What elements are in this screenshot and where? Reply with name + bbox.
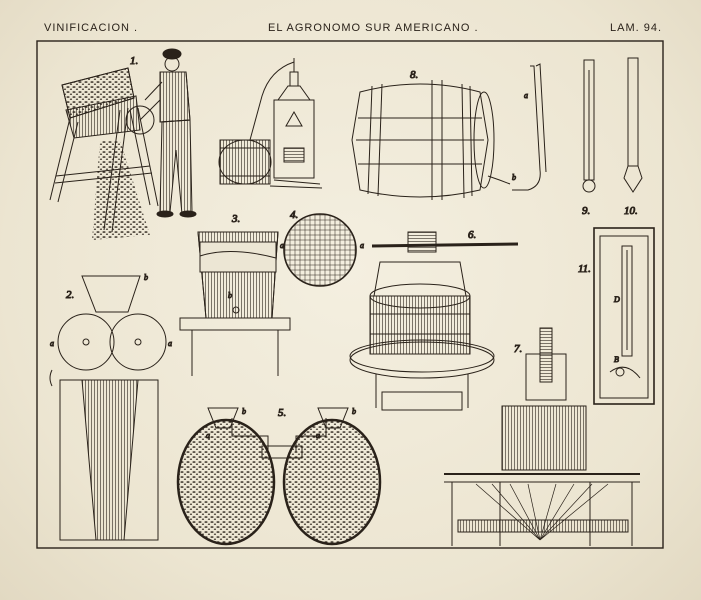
- fig7-number: 7.: [514, 343, 522, 355]
- engraving-plate: 1. 8. b: [36, 40, 664, 549]
- fig6-screw-press: 6.: [349, 229, 519, 411]
- fig11-label-B: B: [614, 355, 619, 364]
- fig8-label-b: b: [512, 173, 516, 182]
- fig-still: [218, 58, 323, 189]
- fig4-perforated-disk: 4. a a: [280, 209, 365, 287]
- fig5-number: 5.: [278, 407, 286, 419]
- fig8-label-a: a: [524, 91, 528, 100]
- fig2-label-a-right: a: [168, 339, 172, 348]
- fig5-fermenting-vats: 5. b b a a: [176, 407, 382, 546]
- fig2-label-b: b: [144, 273, 148, 282]
- fig7-large-press: 7.: [444, 327, 640, 546]
- engraving-svg: 1. 8. b: [36, 40, 664, 549]
- fig11-instrument-board: 11. D B: [578, 227, 655, 405]
- fig2-roller-crusher: 2. a a b: [50, 273, 173, 541]
- fig3-label-b: b: [228, 291, 232, 300]
- fig3-number: 3.: [231, 213, 240, 225]
- header-left: VINIFICACION .: [44, 22, 139, 34]
- fig8-barrel: 8. b a: [351, 63, 547, 200]
- fig2-number: 2.: [66, 289, 74, 301]
- fig4-label-a-right: a: [360, 241, 364, 250]
- fig11-number: 11.: [578, 263, 591, 275]
- fig5-label-b-right: b: [352, 407, 356, 416]
- fig8-number: 8.: [410, 69, 418, 81]
- fig2-label-a-left: a: [50, 339, 54, 348]
- fig5-label-a-left: a: [206, 431, 210, 440]
- header-right: LAM. 94.: [610, 22, 663, 34]
- fig11-label-D: D: [613, 295, 620, 304]
- header-center: EL AGRONOMO SUR AMERICANO .: [268, 22, 479, 34]
- fig4-number: 4.: [290, 209, 298, 221]
- fig5-label-b-left: b: [242, 407, 246, 416]
- fig9-thermometer: 9.: [582, 59, 596, 218]
- fig6-number: 6.: [468, 229, 476, 241]
- fig9-number: 9.: [582, 205, 590, 217]
- fig5-label-a-right: a: [316, 431, 320, 440]
- fig3-press: 3. b: [179, 213, 291, 376]
- fig10-hydrometer: 10.: [623, 57, 643, 218]
- fig1-grape-crusher: 1.: [49, 48, 197, 240]
- fig10-number: 10.: [624, 205, 638, 217]
- fig4-label-a-left: a: [280, 241, 284, 250]
- fig1-number: 1.: [130, 55, 138, 67]
- plate-border: [36, 40, 664, 549]
